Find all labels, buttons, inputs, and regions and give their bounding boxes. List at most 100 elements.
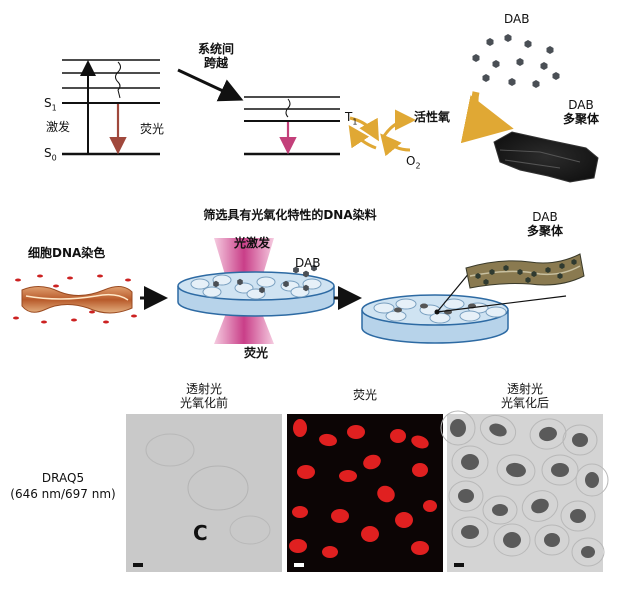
dab-molecule [311, 264, 317, 272]
panel-letter: C [193, 521, 208, 545]
nucleus [322, 546, 338, 558]
dab-molecule [303, 270, 309, 278]
micrograph-fluorescence [287, 414, 443, 572]
stained-nucleus [572, 433, 588, 447]
stained-nucleus [420, 303, 428, 309]
nucleus [395, 512, 413, 528]
cell [459, 310, 481, 322]
column-header-fluorescence: 荧光 [352, 388, 377, 402]
nucleus [339, 470, 357, 482]
dab-molecule [557, 273, 563, 279]
ros-conversion-arrows [348, 109, 416, 157]
stained-nucleus [450, 419, 466, 437]
nucleus [412, 463, 428, 477]
cell-outline [440, 410, 476, 446]
dab-polymer-texture [499, 149, 581, 169]
screen-title: 筛选具有光氧化特性的DNA染料 [203, 208, 377, 222]
stained-nucleus [544, 533, 560, 547]
dab-molecule [259, 286, 265, 294]
cell-outline [479, 414, 517, 446]
nucleus [289, 539, 307, 553]
scale-bar [294, 563, 304, 567]
triplet-relaxation-squiggle [285, 98, 291, 118]
cell-outline [451, 516, 489, 548]
scale-bar [133, 563, 143, 567]
dab-label-top: DAB [504, 12, 530, 26]
cell-outline [534, 524, 570, 556]
stained-nucleus [489, 423, 507, 437]
cell [202, 286, 222, 298]
dab-molecule [552, 72, 560, 80]
dye-molecule [15, 278, 21, 282]
scale-bar [454, 563, 464, 567]
cell-outline [541, 454, 579, 486]
micrograph-transmitted-after [440, 410, 609, 572]
cell-outline [562, 424, 598, 456]
dab-molecule [508, 78, 516, 86]
cell-outline [571, 537, 605, 567]
stained-nucleus [394, 307, 402, 313]
zoom-line [436, 271, 471, 313]
dab-polymer-molecules [475, 259, 577, 285]
dab-molecule [303, 284, 309, 292]
nucleus [292, 506, 308, 518]
dab-molecule [532, 80, 540, 88]
cell-outline [482, 495, 518, 525]
nucleus [363, 454, 381, 470]
dab-molecule [503, 265, 509, 271]
zoom-line [436, 295, 567, 313]
dye-molecule [41, 320, 47, 324]
cell-outline [493, 523, 531, 557]
stained-nucleus [503, 532, 521, 548]
dab-molecule [482, 74, 490, 82]
dye-molecule [53, 284, 59, 288]
dab-molecule [504, 34, 512, 42]
dab-molecule [489, 269, 495, 275]
nucleus [361, 526, 379, 542]
singlet-energy-levels [62, 59, 160, 156]
stained-nucleus [581, 546, 595, 558]
dab-molecule [293, 266, 299, 274]
fluorescence-label-middle: 荧光 [244, 346, 269, 360]
cell [234, 282, 254, 294]
cell [395, 298, 417, 310]
dab-molecule [524, 40, 532, 48]
fluorescence-label: 荧光 [140, 122, 165, 136]
dab-molecule [486, 38, 494, 46]
cell [373, 302, 395, 314]
row-label-draq5: DRAQ5(646 nm/697 nm) [10, 471, 116, 501]
dab-molecule [472, 54, 480, 62]
dab-molecule [475, 273, 481, 279]
dab-molecule [525, 277, 531, 283]
dye-molecule [37, 274, 43, 278]
dye-molecule [131, 314, 137, 318]
stained-nucleus [531, 498, 549, 514]
polymerization-arrow [460, 91, 514, 144]
zoom-point [434, 309, 440, 315]
dye-molecule [125, 278, 131, 282]
vibrational-relaxation-squiggle [115, 61, 121, 99]
nucleus [390, 429, 406, 443]
cell-outline [448, 480, 484, 512]
cell [256, 276, 276, 288]
dab-molecule [492, 60, 500, 68]
cell-dna-stain-label: 细胞DNA染色 [28, 246, 106, 260]
fluorescent-nuclei [289, 419, 437, 558]
cell [190, 278, 210, 290]
stained-nucleus [458, 489, 474, 503]
dab-molecule [283, 280, 289, 288]
intersystem-crossing-arrow [177, 68, 244, 102]
dye-molecule [97, 274, 103, 278]
ros-label: 活性氧 [414, 110, 451, 124]
photoexcitation-label: 光激发 [234, 236, 271, 250]
dab-molecule [531, 271, 537, 277]
nucleus [293, 419, 307, 437]
dab-molecule [517, 269, 523, 275]
stained-nucleus [506, 462, 526, 478]
stained-nucleus [570, 509, 586, 523]
dab-molecule [540, 62, 548, 70]
column-header-transmitted-after: 透射光光氧化后 [500, 382, 549, 410]
o2-label: O2 [406, 154, 421, 171]
